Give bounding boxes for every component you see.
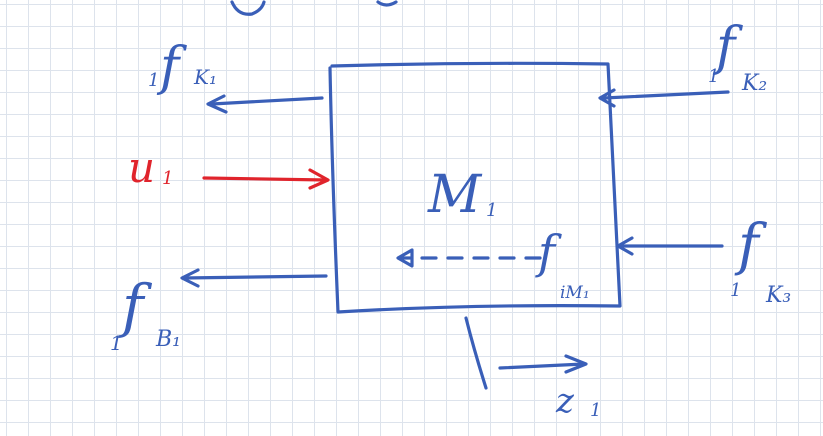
- label-u1: u 1: [128, 143, 173, 192]
- label-f-k3: 1 f K₃: [730, 213, 791, 308]
- f-k2-prefix: 1: [708, 66, 719, 87]
- output-bar-z1: [464, 316, 488, 390]
- f-im1-label: f iM₁: [535, 225, 590, 303]
- m1-sub: 1: [486, 200, 497, 221]
- z1-main: z: [555, 381, 575, 421]
- f-im1-sub: iM₁: [560, 283, 590, 303]
- arrowhead-z1: [564, 354, 588, 374]
- f-k1-sub: K₁: [193, 65, 217, 89]
- m1-main: M: [427, 165, 483, 225]
- f-k1-main: f: [156, 37, 187, 97]
- label-f-k2: 1 f K₂: [708, 17, 767, 96]
- f-b1-main: f: [118, 272, 153, 340]
- arrow-f-b1: [182, 274, 328, 280]
- f-k3-sub: K₃: [765, 283, 791, 308]
- label-z1: z 1: [555, 381, 601, 421]
- f-k1-prefix: 1: [148, 70, 159, 91]
- f-k3-main: f: [734, 213, 768, 278]
- label-f-k1: 1 f K₁: [148, 37, 217, 97]
- arrowhead-u1: [308, 168, 330, 190]
- f-k3-prefix: 1: [730, 280, 741, 301]
- top-clipped-strokes: [230, 0, 398, 16]
- f-im1-main: f: [535, 225, 562, 279]
- f-b1-sub: B₁: [155, 327, 181, 352]
- block-m1-label: M 1: [427, 165, 497, 225]
- arrow-u1: [202, 176, 328, 182]
- f-b1-prefix: 1: [110, 331, 123, 355]
- arrow-z1: [498, 362, 586, 370]
- internal-arrowhead: [396, 248, 414, 268]
- block-m1-outline: [328, 61, 622, 314]
- arrowhead-f-k3: [616, 236, 634, 256]
- arrowhead-f-k2: [598, 88, 616, 108]
- arrowhead-f-b1: [180, 268, 200, 288]
- z1-sub: 1: [590, 400, 601, 421]
- f-k2-main: f: [712, 17, 743, 77]
- u1-sub: 1: [162, 168, 173, 189]
- arrow-f-k2: [602, 90, 730, 100]
- arrow-f-k1: [210, 96, 324, 106]
- u1-main: u: [128, 143, 155, 192]
- label-f-b1: 1 f B₁: [110, 272, 181, 355]
- arrowhead-f-k1: [206, 94, 228, 114]
- f-k2-sub: K₂: [741, 71, 767, 96]
